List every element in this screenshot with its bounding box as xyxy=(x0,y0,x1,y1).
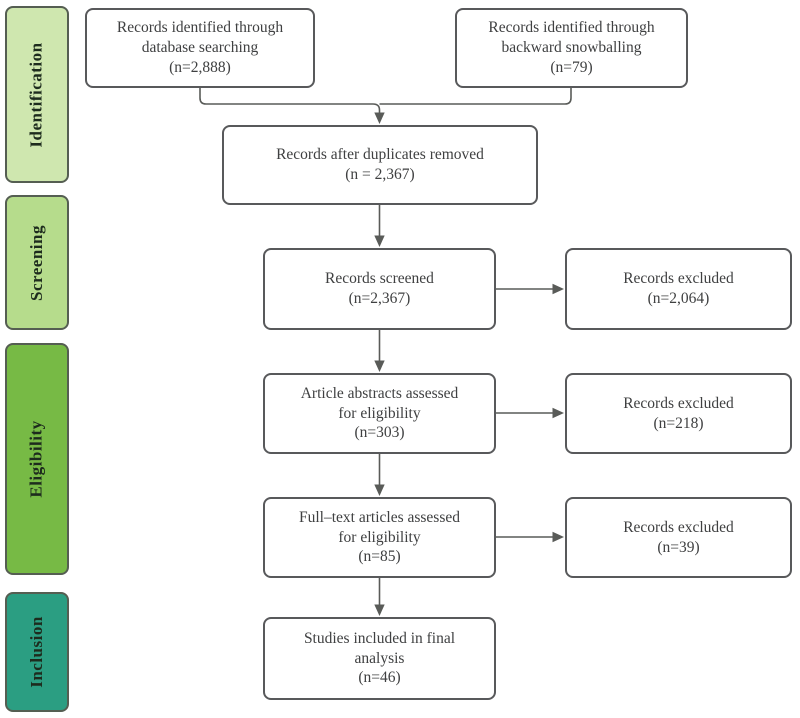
flow-box-duplicates-removed: Records after duplicates removed (n = 2,… xyxy=(222,125,538,205)
flow-box-abstracts-assessed-text: Article abstracts assessed for eligibili… xyxy=(300,384,459,442)
flow-box-records-excluded-abstracts: Records excluded (n=218) xyxy=(565,373,792,454)
phase-identification: Identification xyxy=(5,6,69,183)
flow-box-records-screened-text: Records screened (n=2,367) xyxy=(325,270,434,307)
flow-box-records-excluded-screening: Records excluded (n=2,064) xyxy=(565,248,792,330)
flow-box-database-searching-text: Records identified through database sear… xyxy=(116,19,284,76)
flow-box-studies-included: Studies included in final analysis (n=46… xyxy=(263,617,496,700)
connector-snowball-merge xyxy=(379,88,572,105)
flow-box-backward-snowballing: Records identified through backward snow… xyxy=(455,8,688,88)
flow-box-duplicates-removed-text: Records after duplicates removed (n = 2,… xyxy=(276,146,484,183)
flow-box-records-excluded-fulltext: Records excluded (n=39) xyxy=(565,497,792,578)
flow-box-fulltext-assessed: Full–text articles assessed for eligibil… xyxy=(263,497,496,578)
arrowhead-fulltext-excluded xyxy=(552,531,564,543)
flow-box-fulltext-assessed-text: Full–text articles assessed for eligibil… xyxy=(299,508,460,566)
arrowhead-merge-down xyxy=(374,112,385,124)
phase-inclusion: Inclusion xyxy=(5,592,69,712)
flow-box-records-excluded-fulltext-text: Records excluded (n=39) xyxy=(623,518,734,556)
phase-screening-label: Screening xyxy=(27,224,46,301)
flow-box-backward-snowballing-text: Records identified through backward snow… xyxy=(488,19,655,76)
phase-eligibility-label: Eligibility xyxy=(27,420,47,498)
arrowhead-screened-abstracts xyxy=(374,360,385,372)
phase-inclusion-label: Inclusion xyxy=(27,616,46,688)
arrowhead-duplicates-screened xyxy=(374,235,385,247)
phase-eligibility: Eligibility xyxy=(5,343,69,575)
flow-box-database-searching: Records identified through database sear… xyxy=(85,8,315,88)
flow-box-studies-included-text: Studies included in final analysis (n=46… xyxy=(303,629,456,687)
arrowhead-abstracts-excluded xyxy=(552,407,564,419)
phase-screening: Screening xyxy=(5,195,69,330)
arrowhead-fulltext-included xyxy=(374,604,385,616)
connector-db-search-merge xyxy=(199,88,381,114)
arrowhead-screened-excluded xyxy=(552,283,564,295)
flow-box-records-excluded-screening-text: Records excluded (n=2,064) xyxy=(623,270,734,307)
flow-box-records-excluded-abstracts-text: Records excluded (n=218) xyxy=(623,394,734,432)
phase-identification-label: Identification xyxy=(27,41,47,148)
flow-box-records-screened: Records screened (n=2,367) xyxy=(263,248,496,330)
arrowhead-abstracts-fulltext xyxy=(374,484,385,496)
flow-box-abstracts-assessed: Article abstracts assessed for eligibili… xyxy=(263,373,496,454)
